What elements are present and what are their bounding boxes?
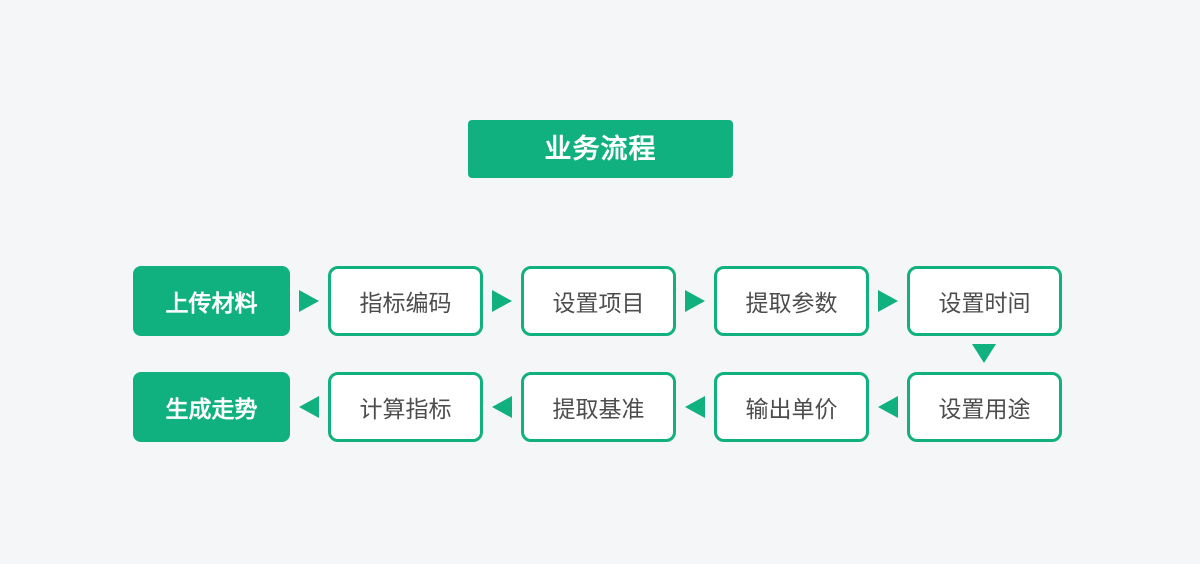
node-output-price: 输出单价	[714, 372, 869, 442]
node-set-project: 设置项目	[521, 266, 676, 336]
arrow-left-icon	[878, 396, 898, 418]
arrow-right-icon	[878, 290, 898, 312]
arrow-right-icon	[299, 290, 319, 312]
flow-row-backward: 生成走势 计算指标 提取基准 输出单价 设置用途	[133, 372, 1062, 442]
node-indicator-coding: 指标编码	[328, 266, 483, 336]
arrow-right-icon	[685, 290, 705, 312]
node-calc-indicator: 计算指标	[328, 372, 483, 442]
node-set-usage: 设置用途	[907, 372, 1062, 442]
arrow-right-icon	[492, 290, 512, 312]
node-upload-materials: 上传材料	[133, 266, 290, 336]
node-extract-params: 提取参数	[714, 266, 869, 336]
node-generate-trend: 生成走势	[133, 372, 290, 442]
arrow-left-icon	[299, 396, 319, 418]
arrow-down-icon	[972, 344, 996, 363]
arrow-left-icon	[492, 396, 512, 418]
node-extract-baseline: 提取基准	[521, 372, 676, 442]
diagram-title: 业务流程	[468, 120, 733, 178]
node-set-time: 设置时间	[907, 266, 1062, 336]
flow-row-forward: 上传材料 指标编码 设置项目 提取参数 设置时间	[133, 266, 1062, 336]
arrow-left-icon	[685, 396, 705, 418]
